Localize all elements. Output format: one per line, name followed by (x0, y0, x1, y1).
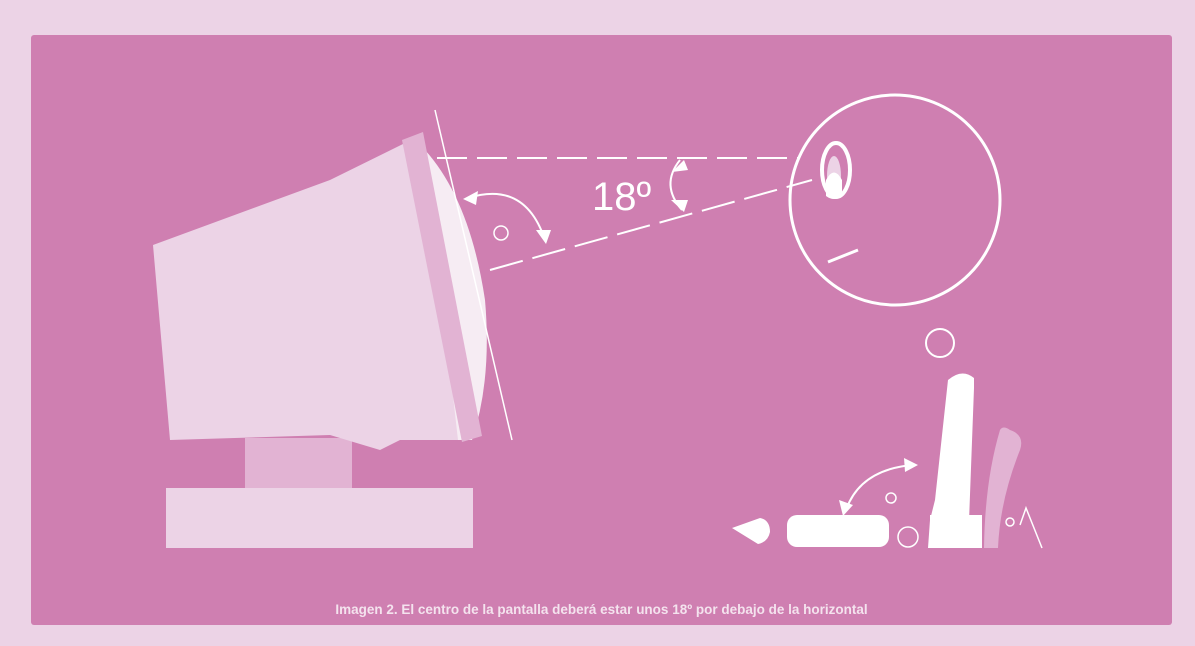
figure-caption: Imagen 2. El centro de la pantalla deber… (31, 602, 1172, 617)
monitor-stand (166, 438, 473, 548)
angle-arc-18: 18º (592, 160, 688, 219)
eye-magnifier (790, 95, 1000, 305)
connector-bubble (926, 329, 954, 357)
seated-person (732, 373, 1042, 548)
angle-label: 18º (592, 175, 651, 219)
monitor (153, 132, 487, 450)
right-angle-arc (463, 191, 551, 244)
